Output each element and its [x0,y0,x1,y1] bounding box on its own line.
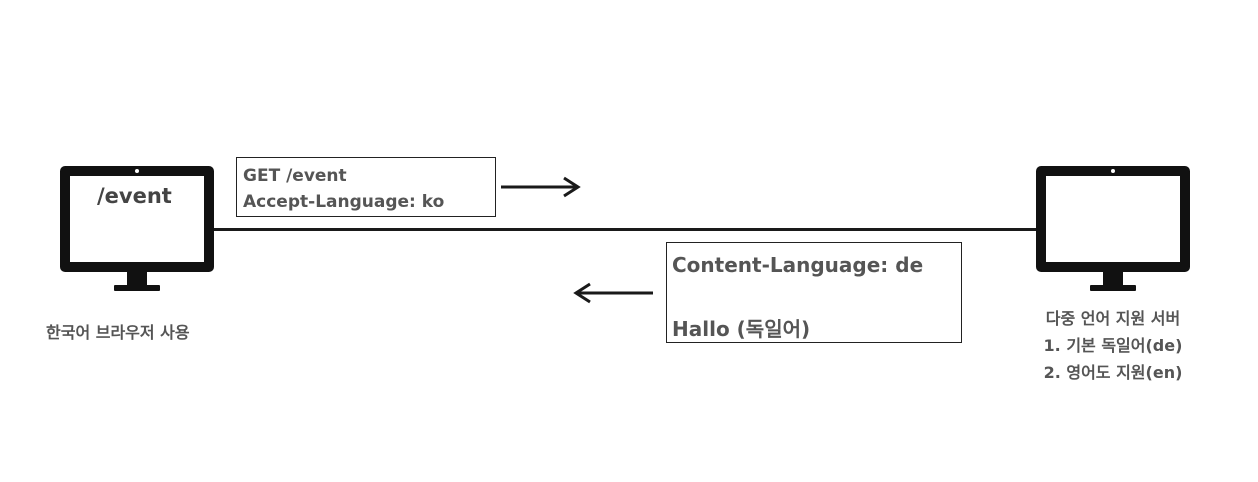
server-monitor-icon [1036,166,1190,292]
response-message-box [666,242,962,343]
client-caption: 한국어 브라우저 사용 [46,323,190,342]
connection-line [214,228,1036,231]
client-monitor-neck [127,272,147,285]
response-line-header: Content-Language: de [672,253,924,277]
server-screen-frame [1036,166,1190,272]
request-message-box [236,157,496,217]
server-monitor-neck [1103,272,1123,285]
server-caption-item-2: 2. 영어도 지원(en) [1043,363,1183,382]
server-caption-item-1: 1. 기본 독일어(de) [1043,336,1183,355]
client-monitor-foot [114,285,160,291]
server-caption-title: 다중 언어 지원 서버 [1045,309,1181,328]
arrow-left-icon [572,282,654,304]
client-screen [70,176,204,262]
arrow-right-icon [500,176,582,198]
server-camera-dot [1111,169,1115,173]
server-screen [1046,176,1180,262]
server-monitor-foot [1090,285,1136,291]
request-line-header: Accept-Language: ko [243,192,445,212]
response-line-body: Hallo (독일어) [672,317,811,341]
request-line-method: GET /event [243,166,347,186]
client-monitor-icon [60,166,214,292]
server-caption: 다중 언어 지원 서버 1. 기본 독일어(de) 2. 영어도 지원(en) [1020,305,1206,386]
client-screen-text: /event [97,184,172,208]
client-camera-dot [135,169,139,173]
client-screen-frame [60,166,214,272]
